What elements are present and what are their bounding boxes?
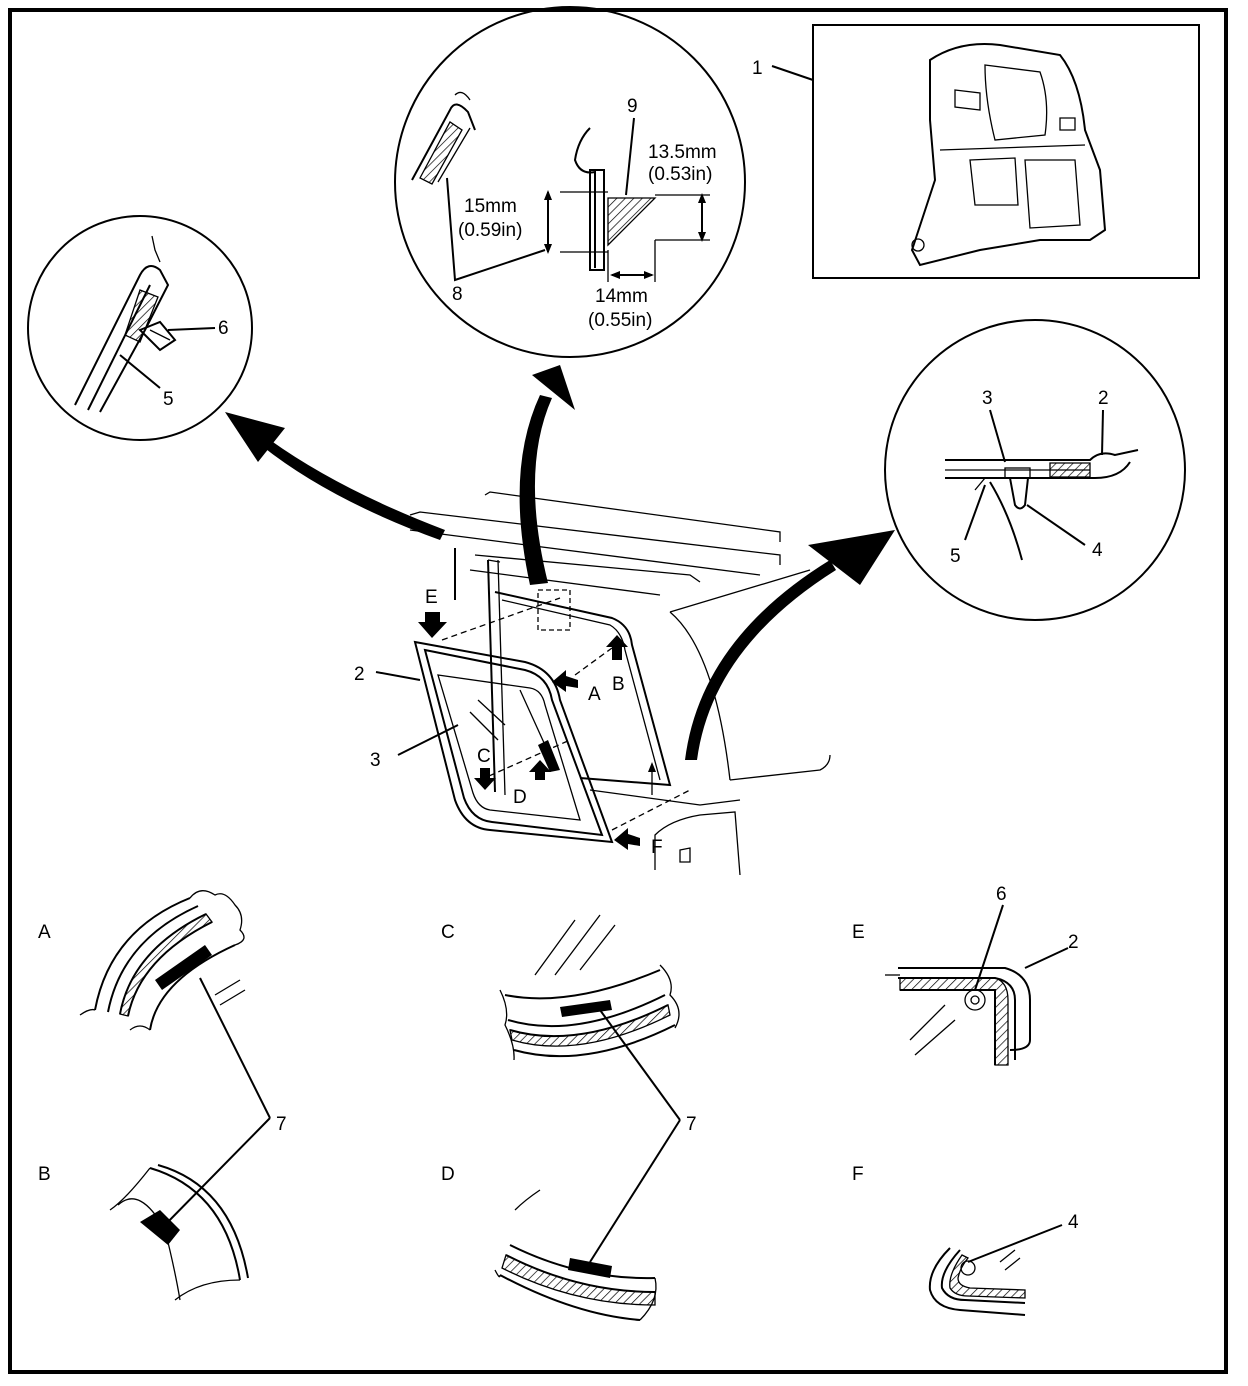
- panel-D: D 7: [441, 1114, 697, 1321]
- callout-4-F: 4: [1068, 1212, 1079, 1233]
- arrow-label-A: A: [588, 684, 601, 705]
- figure-border: [8, 8, 1228, 1374]
- callout-2-E: 2: [1068, 932, 1079, 953]
- detail-circle-dimensions: 8 9 13.5mm (0.53in) 15mm (0.59in) 14mm (…: [394, 6, 746, 358]
- callout-8: 8: [452, 284, 463, 305]
- dim-14mm: 14mm: [595, 286, 648, 307]
- detail-circle-right: 3 2 4 5: [884, 319, 1186, 621]
- callout-7-CD: 7: [686, 1114, 697, 1135]
- arrow-label-D: D: [513, 787, 527, 808]
- panel-A: A: [38, 890, 271, 1119]
- panel-label-B: B: [38, 1164, 51, 1185]
- arrow-label-B: B: [612, 674, 625, 695]
- callout-1: 1: [752, 58, 763, 79]
- callout-2-right: 2: [1098, 388, 1109, 409]
- callout-6-left: 6: [218, 318, 229, 339]
- callout-7-AB: 7: [276, 1114, 287, 1135]
- arrow-label-F: F: [651, 837, 663, 858]
- callout-5-right: 5: [950, 546, 961, 567]
- dim-0-53in: (0.53in): [648, 164, 712, 185]
- callout-5-left: 5: [163, 389, 174, 410]
- arrow-label-E: E: [425, 587, 438, 608]
- panel-label-A: A: [38, 922, 51, 943]
- dim-15mm: 15mm: [464, 196, 517, 217]
- main-vehicle-view: 2 3 E A B C D F: [354, 491, 831, 876]
- panel-label-F: F: [852, 1164, 864, 1185]
- dim-13-5mm: 13.5mm: [648, 142, 717, 163]
- callout-6-E: 6: [996, 884, 1007, 905]
- dim-0-59in: (0.59in): [458, 220, 522, 241]
- dim-0-55in: (0.55in): [588, 310, 652, 331]
- callout-9: 9: [627, 96, 638, 117]
- callout-4-right: 4: [1092, 540, 1103, 561]
- panel-label-E: E: [852, 922, 865, 943]
- inset-location-view: 1: [752, 24, 1200, 279]
- callout-3-main: 3: [370, 750, 381, 771]
- arrow-label-C: C: [477, 746, 491, 767]
- panel-B: B 7: [38, 1114, 287, 1301]
- panel-label-D: D: [441, 1164, 455, 1185]
- panel-F: F 4: [852, 1164, 1079, 1316]
- callout-2-main: 2: [354, 664, 365, 685]
- panel-label-C: C: [441, 922, 455, 943]
- panel-E: E 6 2: [852, 884, 1079, 1066]
- curved-arrows: [225, 365, 895, 760]
- panel-C: C: [441, 914, 681, 1121]
- callout-3-right: 3: [982, 388, 993, 409]
- detail-circle-left: 6 5: [27, 215, 253, 441]
